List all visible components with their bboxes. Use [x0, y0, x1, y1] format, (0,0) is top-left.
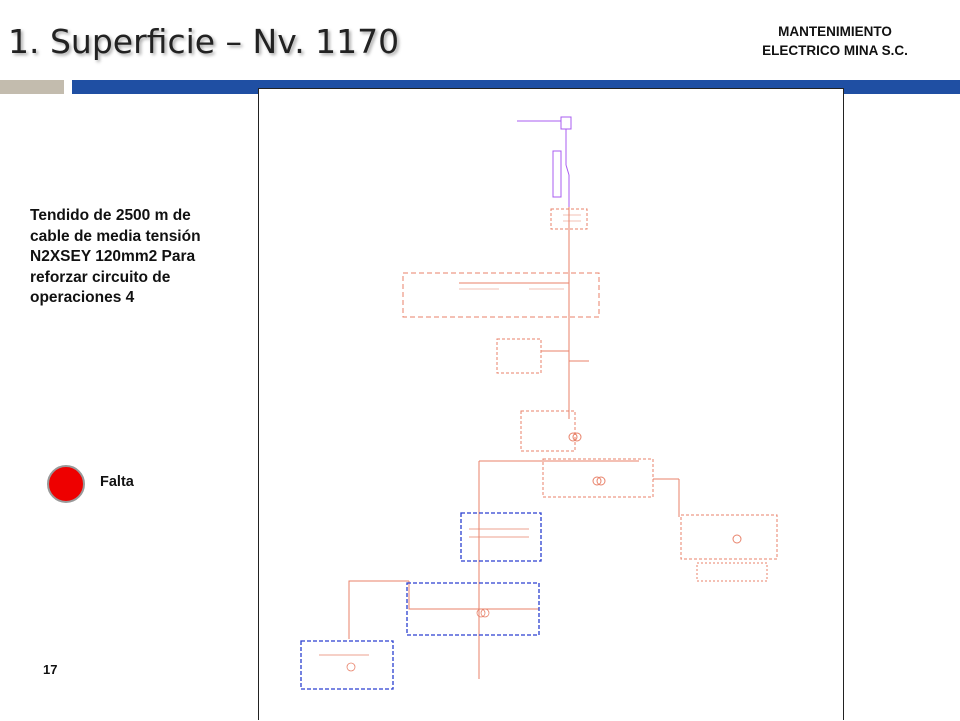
blue-substation-box-3 — [300, 640, 394, 690]
company-name: MANTENIMIENTO ELECTRICO MINA S.C. — [728, 22, 942, 60]
legend-falta-marker — [47, 465, 85, 503]
transformer-symbol-1 — [568, 432, 578, 442]
transformer-symbol-2 — [592, 476, 602, 486]
right-label-box — [696, 562, 768, 582]
single-line-diagram — [258, 88, 844, 720]
slide-title: 1. Superficie – Nv. 1170 — [8, 22, 400, 61]
transformer-symbol-4b — [480, 608, 490, 618]
page-number: 17 — [43, 662, 58, 677]
substation-box-6 — [680, 514, 778, 560]
transformer-symbol-4 — [476, 608, 486, 618]
transformer-symbol-2b — [596, 476, 606, 486]
blue-substation-box-2 — [406, 582, 540, 636]
lower-bus-path — [408, 581, 539, 610]
transformer-symbol-3 — [732, 534, 742, 544]
violet-switch — [565, 164, 570, 176]
violet-label-box — [552, 150, 562, 198]
description-text: Tendido de 2500 m de cable de media tens… — [30, 207, 201, 306]
transformer-symbol-5 — [346, 662, 356, 672]
diagram-drawing — [300, 116, 778, 690]
substation-box-1 — [550, 208, 588, 230]
company-name-line2: ELECTRICO MINA S.C. — [762, 43, 908, 58]
header-band-grey — [0, 80, 64, 94]
substation-box-5 — [542, 458, 654, 498]
substation-box-3 — [496, 338, 542, 374]
blue-substation-box-1 — [460, 512, 542, 562]
violet-terminal — [560, 116, 572, 130]
substation-box-4 — [520, 410, 576, 452]
legend-falta-label: Falta — [100, 474, 134, 490]
company-name-line1: MANTENIMIENTO — [778, 24, 892, 39]
substation-box-2 — [402, 272, 600, 318]
lower-left-path — [348, 580, 409, 639]
transformer-symbol-1b — [572, 432, 582, 442]
